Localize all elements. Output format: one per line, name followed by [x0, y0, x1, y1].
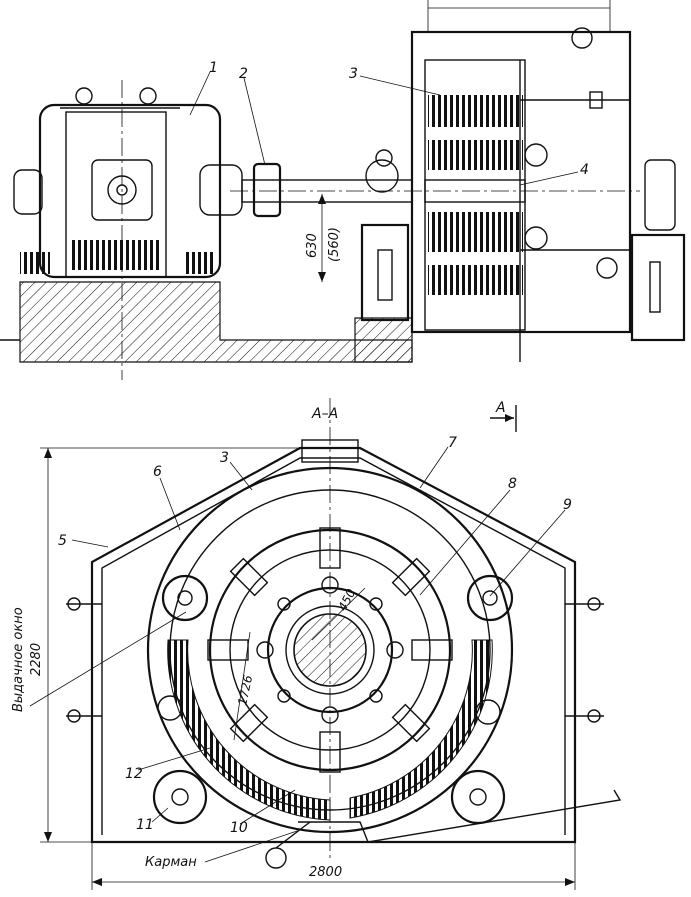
- dimension-height-label: Выдачное окно: [11, 607, 26, 712]
- callout-1: 1: [209, 60, 218, 76]
- section-arrow: А: [490, 400, 517, 432]
- callout-4: 4: [580, 162, 589, 178]
- callout-8: 8: [508, 476, 517, 492]
- motor-foundation: [19, 281, 413, 363]
- dimension-1726: 1726: [235, 673, 255, 706]
- callout-2: 2: [239, 66, 248, 82]
- callout-5: 5: [58, 533, 67, 549]
- callout-3: 3: [220, 450, 229, 466]
- callout-11: 11: [136, 817, 154, 833]
- callout-6: 6: [153, 464, 162, 480]
- callout-3-top: 3: [349, 66, 358, 82]
- crusher-foundation: [354, 317, 413, 363]
- pocket-label: Карман: [145, 855, 197, 870]
- callout-9: 9: [563, 497, 572, 513]
- width-dimension: 2800 Карман: [91, 829, 576, 890]
- electric-motor: [13, 80, 243, 380]
- dimension-630: 630: [305, 233, 320, 258]
- callout-10: 10: [230, 820, 248, 836]
- section-title: А–А: [311, 406, 338, 422]
- shaft-coupling: [230, 162, 640, 218]
- rotor-housing: [410, 27, 632, 362]
- height-dimension: Выдачное окно 2280: [11, 447, 300, 843]
- pocket-lever: [265, 789, 622, 869]
- dimension-2800: 2800: [309, 865, 342, 880]
- shaft-height-dimension: 630 (560): [305, 194, 342, 282]
- callout-12: 12: [125, 766, 143, 782]
- bearing-stand: [360, 149, 410, 322]
- dimension-2280: 2280: [29, 643, 44, 676]
- upper-view: 630 (560) 1 2 3 4: [0, 0, 686, 380]
- side-clamps: [66, 597, 604, 723]
- callout-7: 7: [448, 435, 457, 451]
- dimension-560: (560): [327, 227, 342, 262]
- feed-inlet: [301, 439, 359, 463]
- section-view: А–А А: [11, 398, 622, 890]
- dimension-450: 450: [335, 586, 358, 613]
- grate-left: [167, 639, 331, 821]
- section-arrow-label: А: [495, 400, 506, 416]
- right-bearing-unit: [630, 159, 686, 342]
